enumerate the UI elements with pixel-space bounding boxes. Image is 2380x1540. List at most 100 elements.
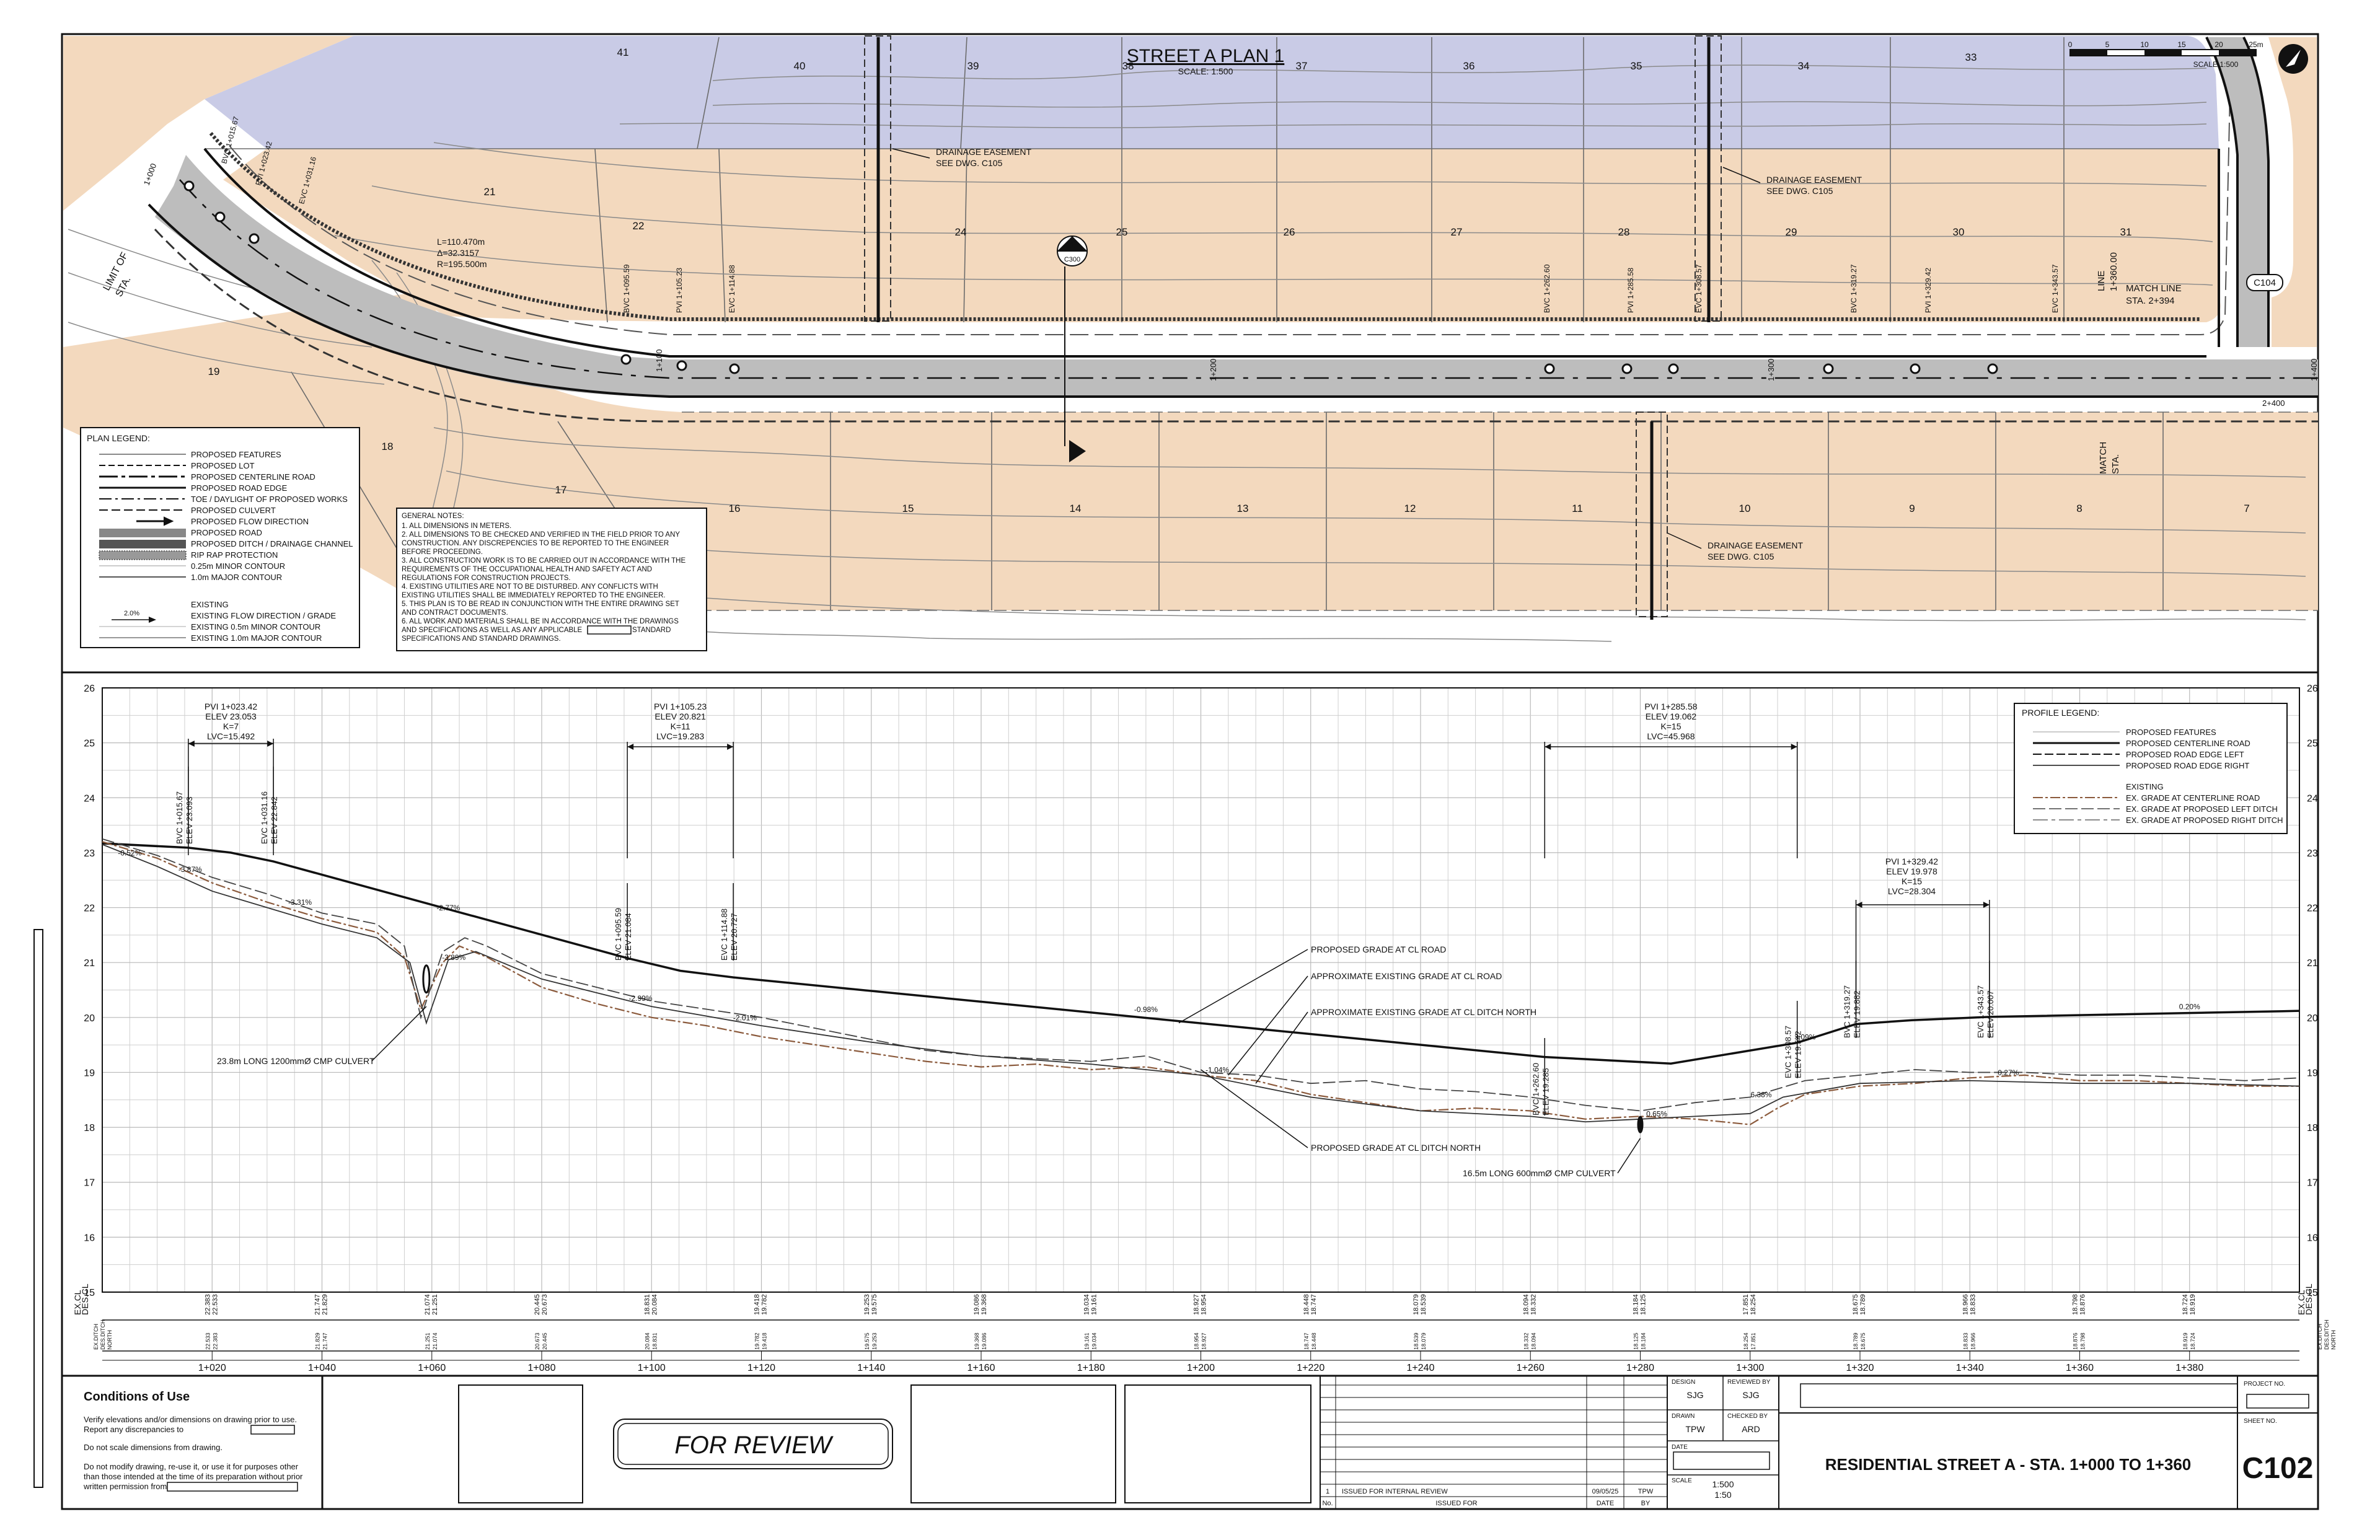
vc-label: BVC 1+262.60 (1531, 1063, 1540, 1115)
svg-text:AND CONTRACT DOCUMENTS.: AND CONTRACT DOCUMENTS. (402, 609, 508, 617)
svg-text:EX. GRADE AT CENTERLINE ROAD: EX. GRADE AT CENTERLINE ROAD (2126, 793, 2260, 803)
svg-text:Do not scale dimensions from d: Do not scale dimensions from drawing. (84, 1443, 223, 1452)
svg-text:EX. GRADE AT PROPOSED RIGHT DI: EX. GRADE AT PROPOSED RIGHT DITCH (2126, 816, 2283, 825)
row-label-right: DES.CL (2304, 1283, 2314, 1315)
ditch-value: 19.782 (754, 1332, 760, 1350)
y-tick-label: 24 (84, 793, 95, 804)
svg-text:1:50: 1:50 (1714, 1490, 1731, 1500)
x-tick-label: 1+140 (857, 1363, 885, 1373)
ditch-value: 19.086 (981, 1332, 987, 1350)
svg-text:BEFORE PROCEEDING.: BEFORE PROCEEDING. (402, 548, 483, 556)
ditch-value: 20.445 (542, 1332, 548, 1350)
svg-text:PLAN LEGEND:: PLAN LEGEND: (87, 433, 150, 443)
elev-value: 18.675 (1852, 1294, 1859, 1315)
ditch-value: 19.368 (974, 1332, 980, 1350)
arrow-icon (627, 744, 634, 750)
vc-label: ELEV 21.084 (624, 913, 633, 961)
x-tick-label: 1+160 (967, 1363, 995, 1373)
ditch-value: 20.084 (644, 1332, 650, 1350)
svg-text:PROPOSED LOT: PROPOSED LOT (191, 461, 255, 470)
existing-contours (68, 64, 2306, 642)
svg-text:40: 40 (794, 60, 806, 72)
leader (1201, 1069, 1308, 1148)
svg-text:20: 20 (2215, 40, 2223, 49)
culvert-600-icon (1637, 1115, 1644, 1133)
grade-label: -2.01% (733, 1013, 757, 1022)
svg-text:SHEET NO.: SHEET NO. (2244, 1418, 2277, 1425)
y-tick-label: 15 (84, 1288, 95, 1298)
ditch-value: 20.673 (534, 1332, 540, 1350)
svg-text:5. THIS PLAN IS TO BE READ I: 5. THIS PLAN IS TO BE READ IN CONJUNCTIO… (402, 601, 679, 608)
x-tick-label: 1+360 (2066, 1363, 2094, 1373)
svg-text:6. ALL WORK AND MATERIALS SH: 6. ALL WORK AND MATERIALS SHALL BE IN AC… (402, 618, 679, 625)
svg-text:1:500: 1:500 (1712, 1479, 1734, 1489)
row-label-right: EX.CL (2296, 1290, 2306, 1315)
plan-legend: PLAN LEGEND: PROPOSED FEATURES PROPOSED … (80, 427, 360, 648)
svg-text:13: 13 (1237, 503, 1249, 514)
svg-text:REVIEWED BY: REVIEWED BY (1727, 1379, 1771, 1386)
vc-label: EVC 1+343.57 (1976, 985, 1985, 1038)
svg-text:TOE / DAYLIGHT OF PROPOSED WOR: TOE / DAYLIGHT OF PROPOSED WORKS (191, 495, 348, 504)
svg-text:5: 5 (2105, 40, 2110, 49)
vc-label: BVC 1+319.27 (1843, 985, 1852, 1038)
callout-label: PROPOSED GRADE AT CL DITCH NORTH (1311, 1143, 1481, 1153)
svg-text:DATE: DATE (1597, 1500, 1615, 1507)
elev-value: 21.747 (314, 1294, 322, 1315)
svg-text:written permission from: written permission from (83, 1482, 167, 1491)
svg-text:Verify elevations and/or dimen: Verify elevations and/or dimensions on d… (84, 1415, 297, 1424)
elev-value: 20.084 (651, 1294, 658, 1315)
svg-text:2.0%: 2.0% (124, 610, 139, 617)
series-ex-grade-at-proposed-left-ditch (102, 838, 2300, 1112)
svg-text:EX. GRADE AT PROPOSED LEFT DIT: EX. GRADE AT PROPOSED LEFT DITCH (2126, 804, 2278, 814)
x-tick-label: 1+200 (1187, 1363, 1215, 1373)
x-tick-label: 1+240 (1407, 1363, 1435, 1373)
svg-text:EXISTING: EXISTING (2126, 782, 2164, 791)
svg-text:1+360.00: 1+360.00 (2109, 252, 2119, 291)
elev-value: 18.094 (1522, 1294, 1530, 1315)
elev-value: 18.789 (1859, 1294, 1867, 1315)
north-arrow-icon (2278, 44, 2308, 74)
sheet-border (61, 33, 2319, 1510)
ditch-value: 18.675 (1860, 1332, 1866, 1350)
svg-text:PROPOSED ROAD EDGE: PROPOSED ROAD EDGE (191, 483, 288, 493)
x-tick-label: 1+380 (2175, 1363, 2203, 1373)
svg-text:PROPOSED FLOW DIRECTION: PROPOSED FLOW DIRECTION (191, 517, 309, 526)
revision-table (1320, 1375, 1668, 1510)
svg-text:LINE: LINE (2096, 271, 2107, 291)
ditch-value: 21.747 (322, 1332, 328, 1350)
grade-label: 3.09% (1794, 1032, 1815, 1041)
svg-text:No.: No. (1322, 1500, 1333, 1507)
x-tick-label: 1+080 (528, 1363, 556, 1373)
ditch-value: 19.253 (871, 1332, 878, 1350)
svg-text:38: 38 (1122, 60, 1134, 72)
leader (1178, 949, 1308, 1024)
y-tick-label: 22 (84, 904, 95, 914)
svg-text:MATCH: MATCH (2098, 442, 2109, 474)
vc-label: ELEV 20.007 (1986, 990, 1995, 1038)
svg-text:15: 15 (2177, 40, 2186, 49)
y-tick-label-right: 21 (2307, 958, 2318, 969)
elev-value: 19.575 (871, 1294, 878, 1315)
ditch-value: 18.332 (1523, 1332, 1529, 1350)
row-label: DES.CL (80, 1283, 90, 1315)
svg-text:BVC 1+095.59: BVC 1+095.59 (622, 264, 631, 313)
pvi-label: K=7 (223, 721, 239, 731)
svg-text:29: 29 (1786, 226, 1797, 238)
grade-label: -2.99% (629, 994, 653, 1003)
ditch-value: 18.798 (2080, 1332, 2086, 1350)
svg-text:PVI 1+285.58: PVI 1+285.58 (1626, 268, 1635, 313)
conditions-title: Conditions of Use (84, 1390, 190, 1404)
svg-text:PROPOSED CENTERLINE ROAD: PROPOSED CENTERLINE ROAD (2126, 739, 2250, 748)
svg-text:Report any discrepancies to: Report any discrepancies to (84, 1425, 183, 1434)
svg-text:PROPOSED CENTERLINE ROAD: PROPOSED CENTERLINE ROAD (191, 472, 315, 482)
svg-text:EXISTING UTILITIES SHALL BE IM: EXISTING UTILITIES SHALL BE IMMEDIATELY … (402, 592, 666, 599)
grade-label: -0.98% (1134, 1005, 1158, 1014)
svg-text:Δ=32.3157: Δ=32.3157 (437, 248, 479, 258)
y-tick-label: 21 (84, 958, 95, 969)
svg-text:28: 28 (1618, 226, 1630, 238)
ditch-value: 18.747 (1303, 1332, 1310, 1350)
pvi-label: ELEV 19.978 (1886, 866, 1937, 876)
elev-value: 18.332 (1530, 1294, 1537, 1315)
vc-label: EVC 1+031.16 (260, 791, 269, 844)
